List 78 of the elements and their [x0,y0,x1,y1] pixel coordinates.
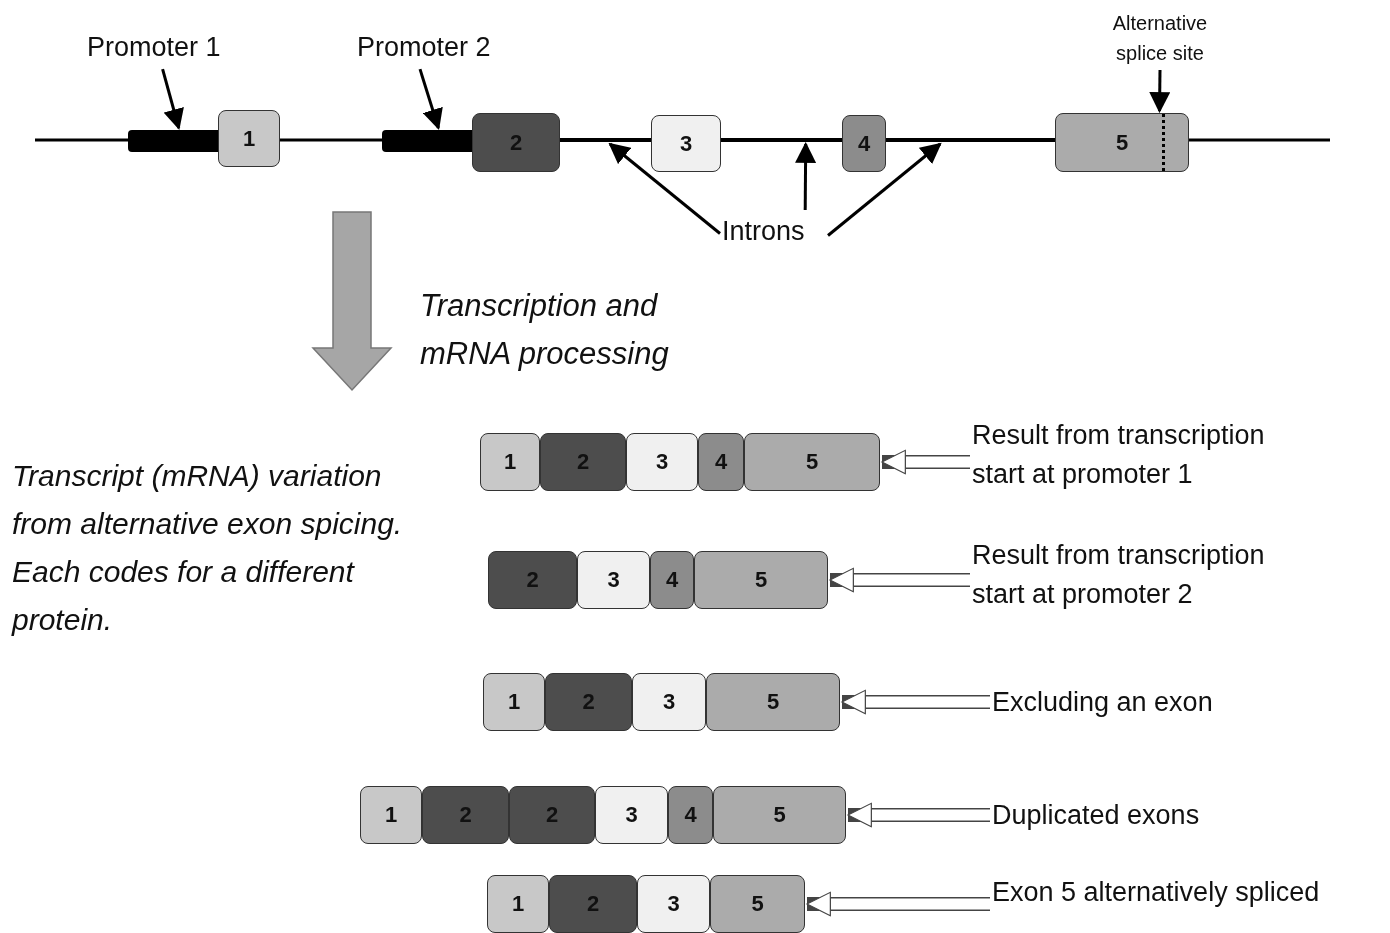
exon-box [713,786,846,844]
result-label: Result from transcription start at promoter 2 [972,536,1317,615]
exon-number: 5 [805,449,819,475]
arrow [1149,70,1171,114]
exon-number: 2 [545,802,559,828]
exon-box [637,875,710,933]
exon-number: 3 [667,891,680,917]
exon-number: 2 [576,449,590,475]
exon-box [509,786,595,844]
arrow [418,68,443,130]
exon-box [651,115,721,172]
hollow-arrow [881,449,972,475]
arrow [161,68,184,131]
exon-box [549,875,637,933]
result-label: Duplicated exons [992,796,1362,836]
exon-box [487,875,549,933]
exon-number: 1 [511,891,525,917]
exon-box [842,115,886,172]
result-label: Exon 5 alternatively spliced [992,873,1387,913]
arrow [795,141,817,210]
exon-number: 1 [507,689,521,715]
exon-number: 3 [607,567,620,593]
exon-box [698,433,744,491]
exon-number: 5 [754,567,768,593]
result-label: Excluding an exon [992,683,1362,723]
exon-box [218,110,280,167]
note-text: Transcript (mRNA) variation from alternative exon spicing. Each codes for a different protein. [12,458,404,638]
exon-number: 3 [679,130,693,157]
exon-number: 5 [773,802,786,828]
exon-box [706,673,840,731]
exon-box [488,551,577,609]
exon-number: 2 [509,129,523,156]
arrow [827,142,942,237]
exon-number: 4 [857,130,871,157]
exon-number: 1 [384,802,398,828]
hollow-arrow [841,689,992,715]
hollow-arrow [829,567,972,593]
exon-box [626,433,698,491]
exon-box [545,673,632,731]
hollow-arrow [847,802,992,828]
arrow [608,142,721,235]
exon-number: 4 [714,449,728,475]
exon-number: 1 [503,449,517,475]
exon-box [422,786,509,844]
exon-number: 2 [586,891,600,917]
exon-number: 5 [751,891,764,917]
exon-box [577,551,650,609]
exon-box [540,433,626,491]
exon-number: 1 [242,125,256,152]
exon-box [694,551,828,609]
exon-number: 3 [655,449,669,475]
exon-number: 3 [625,802,638,828]
exon-box [483,673,545,731]
result-label: Result from transcription start at promoter 1 [972,416,1317,495]
exon-number: 2 [582,689,595,715]
promoter-label: Promoter 2 [357,28,537,68]
exon-box [710,875,805,933]
exon-number: 3 [662,689,676,715]
exon-box [632,673,706,731]
process-label: Transcription and mRNA processing [420,287,670,374]
exon-box [360,786,422,844]
exon-number: 5 [1115,129,1129,156]
exon-number: 4 [665,567,679,593]
exon-number: 5 [766,689,780,715]
exon-box [595,786,668,844]
promoter-label: Promoter 1 [87,28,267,68]
exon-number: 2 [459,802,472,828]
exon-box [480,433,540,491]
exon-box [650,551,694,609]
introns-label: Introns [722,212,826,252]
exon-box [744,433,880,491]
exon-number: 4 [684,802,697,828]
exon-box [472,113,560,172]
exon-box [668,786,713,844]
splice-site-label: Alternative splice site [1085,8,1235,68]
exon-box [1055,113,1189,172]
exon-number: 2 [526,567,539,593]
hollow-arrow [806,891,992,917]
